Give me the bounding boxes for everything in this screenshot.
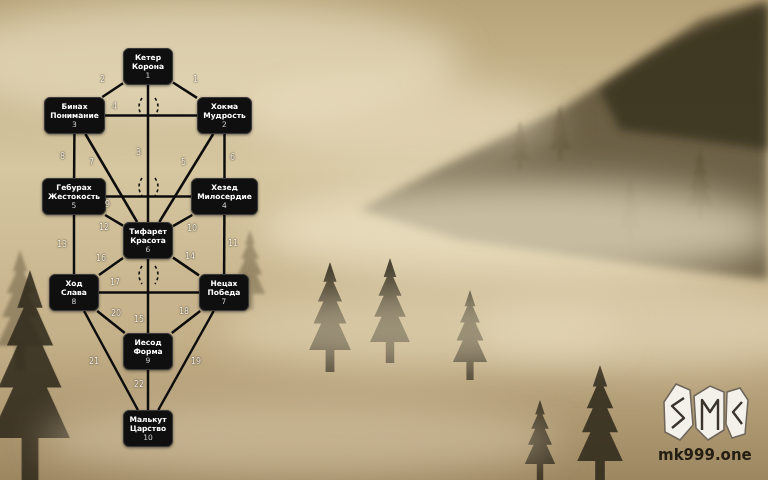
sephira-number: 2 <box>222 120 227 129</box>
sephira-meaning: Понимание <box>50 111 99 120</box>
forest-hill-dark <box>600 5 768 150</box>
path-number: 17 <box>110 279 120 287</box>
sephira-meaning: Царство <box>130 424 166 433</box>
sephira-number: 3 <box>72 120 77 129</box>
sephira-meaning: Победа <box>208 288 241 297</box>
watermark: mk999.one <box>658 448 752 463</box>
sephira-number: 8 <box>72 297 77 306</box>
sephira-name: Бинах <box>61 102 87 111</box>
path-line <box>223 215 226 274</box>
path-number: 18 <box>179 308 189 316</box>
path-number: 11 <box>228 240 238 248</box>
sephira-name: Иесод <box>134 338 161 347</box>
path-number: 10 <box>187 225 197 233</box>
path-number: 9 <box>105 201 110 209</box>
path-number: 14 <box>185 253 195 261</box>
sephira-box: ХокмаМудрость2 <box>197 97 252 134</box>
path-number: 19 <box>191 358 201 366</box>
path-number: 1 <box>193 76 198 84</box>
sephira-meaning: Красота <box>130 236 166 245</box>
path-number: 12 <box>99 224 109 232</box>
path-number: 13 <box>57 241 67 249</box>
path-number: 20 <box>111 310 121 318</box>
path-line <box>147 259 150 333</box>
sephira-meaning: Форма <box>133 347 162 356</box>
sephira-number: 1 <box>146 71 151 80</box>
path-line <box>73 134 76 178</box>
path-number: 7 <box>89 159 94 167</box>
sephira-meaning: Корона <box>132 62 164 71</box>
path-number: 5 <box>181 159 186 167</box>
path-number: 21 <box>89 358 99 366</box>
path-line <box>173 83 197 98</box>
path-number: 15 <box>134 316 144 324</box>
sephira-box: КетерКорона1 <box>123 48 173 85</box>
path-number: 4 <box>112 103 117 111</box>
path-line <box>106 195 191 198</box>
path-number: 6 <box>230 154 235 162</box>
sephira-name: Ход <box>66 279 83 288</box>
near-trees <box>0 258 623 480</box>
path-line <box>147 370 150 410</box>
path-number: 2 <box>100 76 105 84</box>
sephira-box: ТифаретКрасота6 <box>123 222 173 259</box>
sephira-number: 6 <box>146 245 151 254</box>
sephira-name: Хезед <box>211 183 237 192</box>
sephira-box: МалькутЦарство10 <box>123 410 173 447</box>
path-line <box>97 311 125 333</box>
path-line <box>73 215 76 274</box>
sephira-number: 5 <box>72 201 77 210</box>
sephira-name: Кетер <box>135 53 161 62</box>
sephira-name: Гебурах <box>56 183 91 192</box>
sephira-number: 9 <box>146 356 151 365</box>
sephira-meaning: Милосердие <box>197 192 252 201</box>
sephira-box: ИесодФорма9 <box>123 333 173 370</box>
sephira-box: ГебурахЖестокость5 <box>42 178 106 215</box>
logo-stones <box>664 384 748 440</box>
sephira-name: Тифарет <box>129 227 167 236</box>
sephira-number: 7 <box>222 297 227 306</box>
sephira-meaning: Жестокость <box>48 192 100 201</box>
sephira-name: Нецах <box>211 279 238 288</box>
path-number: 8 <box>60 153 65 161</box>
sephira-meaning: Мудрость <box>203 111 245 120</box>
path-line <box>223 134 226 178</box>
sephira-box: БинахПонимание3 <box>44 97 105 134</box>
sephira-box: ХезедМилосердие4 <box>191 178 258 215</box>
sephira-name: Хокма <box>211 102 238 111</box>
path-line <box>147 85 150 222</box>
path-line <box>99 291 199 294</box>
path-number: 16 <box>96 255 106 263</box>
path-number: 22 <box>134 381 144 389</box>
sephira-box: ХодСлава8 <box>49 274 99 311</box>
path-number: 3 <box>136 149 141 157</box>
sephira-number: 4 <box>222 201 227 210</box>
sephira-number: 10 <box>143 433 153 442</box>
low-fog <box>40 290 620 480</box>
fog <box>0 0 768 370</box>
path-line <box>105 114 197 117</box>
sephira-box: НецахПобеда7 <box>199 274 249 311</box>
sephira-name: Малькут <box>129 415 166 424</box>
sephira-meaning: Слава <box>61 288 87 297</box>
path-line <box>102 83 123 97</box>
